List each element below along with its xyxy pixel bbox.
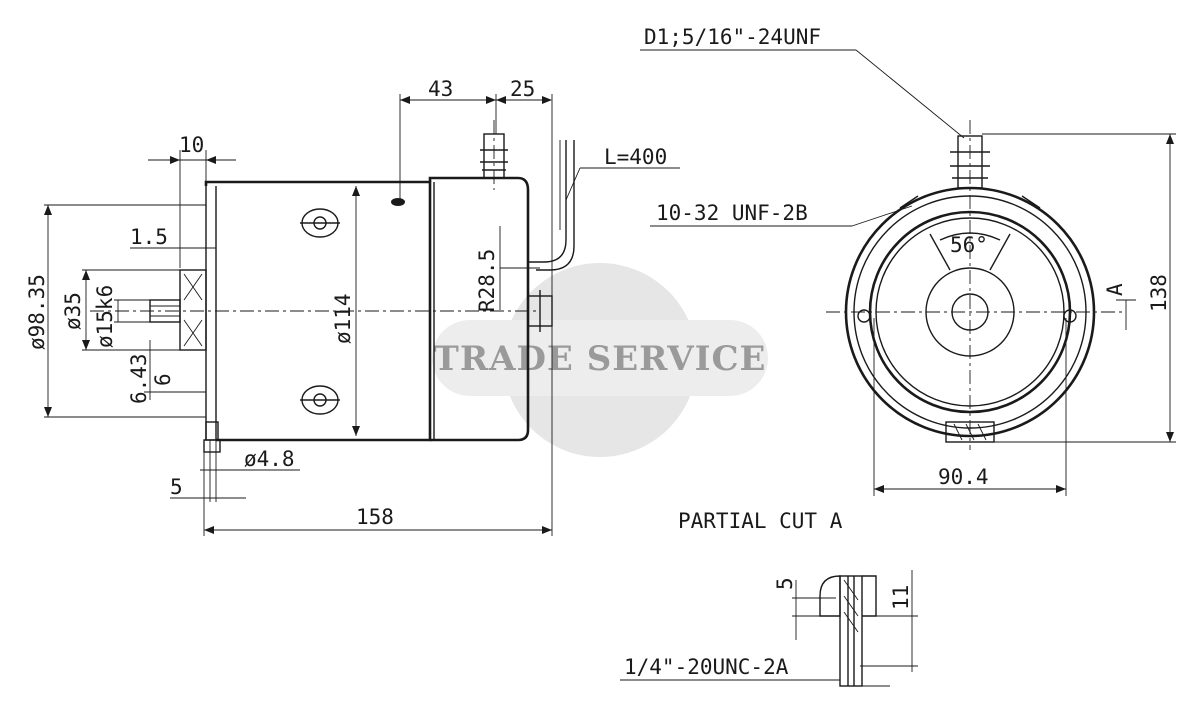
label-5-side: 5 <box>170 475 183 499</box>
label-6: 6 <box>151 373 175 386</box>
label-5-cut: 5 <box>773 577 797 590</box>
flange <box>179 269 207 351</box>
partial-cut-detail <box>620 570 918 687</box>
label-dim-1-5: 1.5 <box>130 225 168 249</box>
cable <box>528 140 567 263</box>
dimension-labels: 10 43 25 L=400 1.5 R28.5 ø98.35 ø35 ø15k… <box>25 25 1171 679</box>
label-11: 11 <box>889 585 913 610</box>
label-thread-10-32: 10-32 UNF-2B <box>656 201 808 225</box>
label-d15k6: ø15k6 <box>93 285 117 348</box>
label-90-4: 90.4 <box>938 465 989 489</box>
lug-bottom <box>300 385 340 415</box>
label-thread-d1: D1;5/16"-24UNF <box>644 25 821 49</box>
side-dimensions <box>44 94 680 536</box>
label-d35: ø35 <box>61 292 85 330</box>
label-d114: ø114 <box>331 293 355 344</box>
watermark-text: TRADE SERVICE <box>434 339 767 379</box>
label-dim-43: 43 <box>428 77 453 101</box>
label-dim-25: 25 <box>510 77 535 101</box>
label-l400: L=400 <box>604 145 667 169</box>
label-section-a: A <box>1103 283 1127 296</box>
label-thread-1-4: 1/4"-20UNC-2A <box>624 655 789 679</box>
label-d4-8: ø4.8 <box>244 447 295 471</box>
side-arrowheads <box>44 96 552 534</box>
label-d98-35: ø98.35 <box>25 274 49 350</box>
label-r28-5: R28.5 <box>475 249 499 312</box>
label-138: 138 <box>1147 274 1171 312</box>
terminal-stud <box>480 120 508 190</box>
label-angle-56: 56° <box>950 233 988 257</box>
label-dim-10: 10 <box>179 133 204 157</box>
front-view <box>640 49 1176 496</box>
front-dimensions <box>640 49 1176 496</box>
lug-top <box>300 208 340 238</box>
label-158: 158 <box>356 505 394 529</box>
label-partial-cut: PARTIAL CUT A <box>678 509 843 533</box>
front-arrowheads <box>874 134 1174 493</box>
end-cap-outline <box>428 176 530 442</box>
label-6-43: 6.43 <box>127 353 151 404</box>
side-view <box>44 94 680 536</box>
